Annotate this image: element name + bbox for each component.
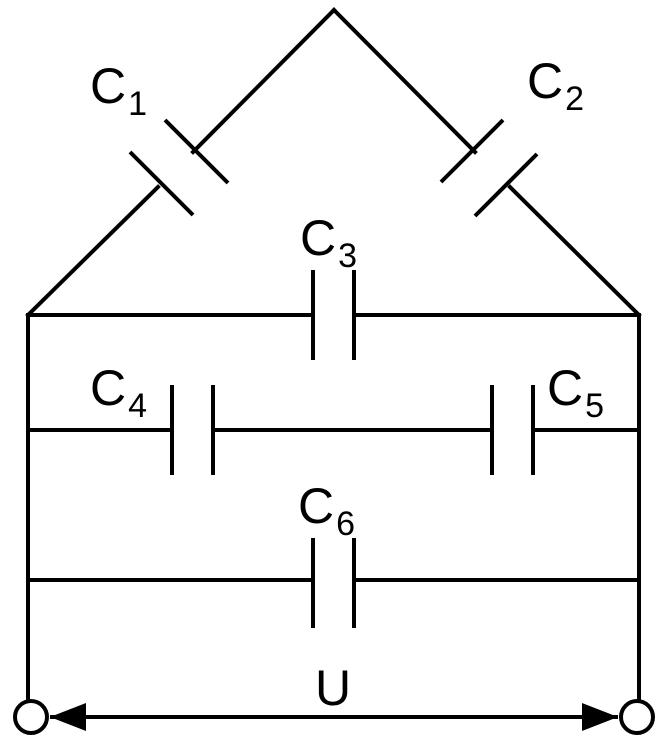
label-c5: C5	[547, 360, 604, 425]
label-c2: C2	[527, 53, 584, 118]
voltage-label: U	[315, 660, 351, 716]
roof-right-branch	[331, 7, 642, 318]
terminal-left[interactable]	[13, 699, 49, 735]
roof-left-branch	[25, 7, 337, 318]
label-c1: C1	[90, 58, 147, 123]
capacitor-c3	[311, 270, 356, 360]
label-c3: C3	[300, 210, 357, 275]
capacitor-c6	[311, 538, 356, 628]
capacitor-c1	[128, 118, 230, 217]
label-c4: C4	[90, 360, 147, 425]
capacitor-c5	[490, 385, 535, 475]
terminal-right[interactable]	[619, 699, 655, 735]
capacitor-c4	[170, 385, 215, 475]
capacitor-c2	[439, 118, 539, 218]
label-c6: C6	[298, 478, 355, 543]
